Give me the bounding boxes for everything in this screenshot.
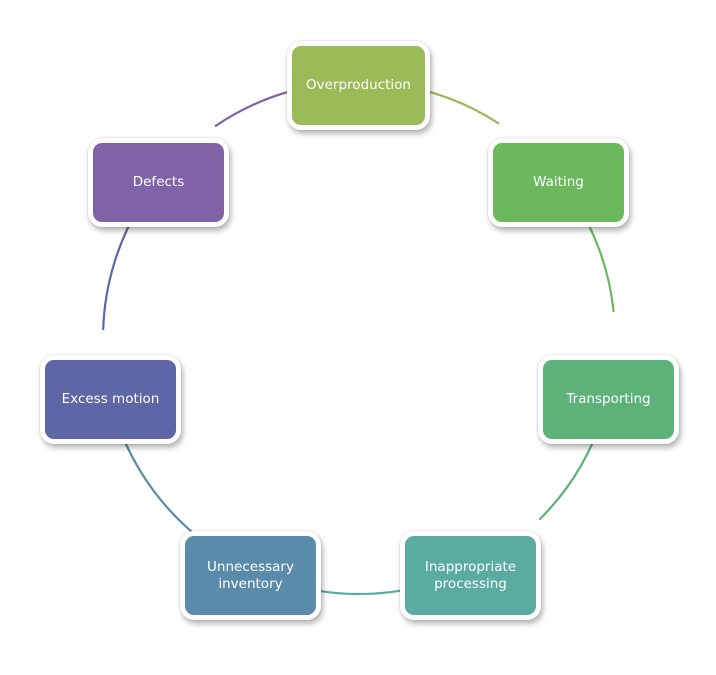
node-label: Transporting xyxy=(566,391,651,407)
connector-unnecessary-to-excess xyxy=(120,432,199,538)
node-label: Overproduction xyxy=(306,77,411,93)
node-defects: Defects xyxy=(88,138,229,227)
node-label: Waiting xyxy=(533,174,584,190)
node-inappropriate-processing: Inappropriate processing xyxy=(400,531,541,620)
node-label: Defects xyxy=(132,174,185,190)
node-waiting: Waiting xyxy=(488,138,629,227)
node-excess-motion: Excess motion xyxy=(40,355,181,444)
node-unnecessary-inventory: Unnecessary inventory xyxy=(180,531,321,620)
node-overproduction: Overproduction xyxy=(287,41,430,130)
node-label: Inappropriate processing xyxy=(424,558,517,592)
node-label: Unnecessary inventory xyxy=(207,558,294,592)
node-label: Excess motion xyxy=(61,391,160,407)
node-transporting: Transporting xyxy=(538,355,679,444)
